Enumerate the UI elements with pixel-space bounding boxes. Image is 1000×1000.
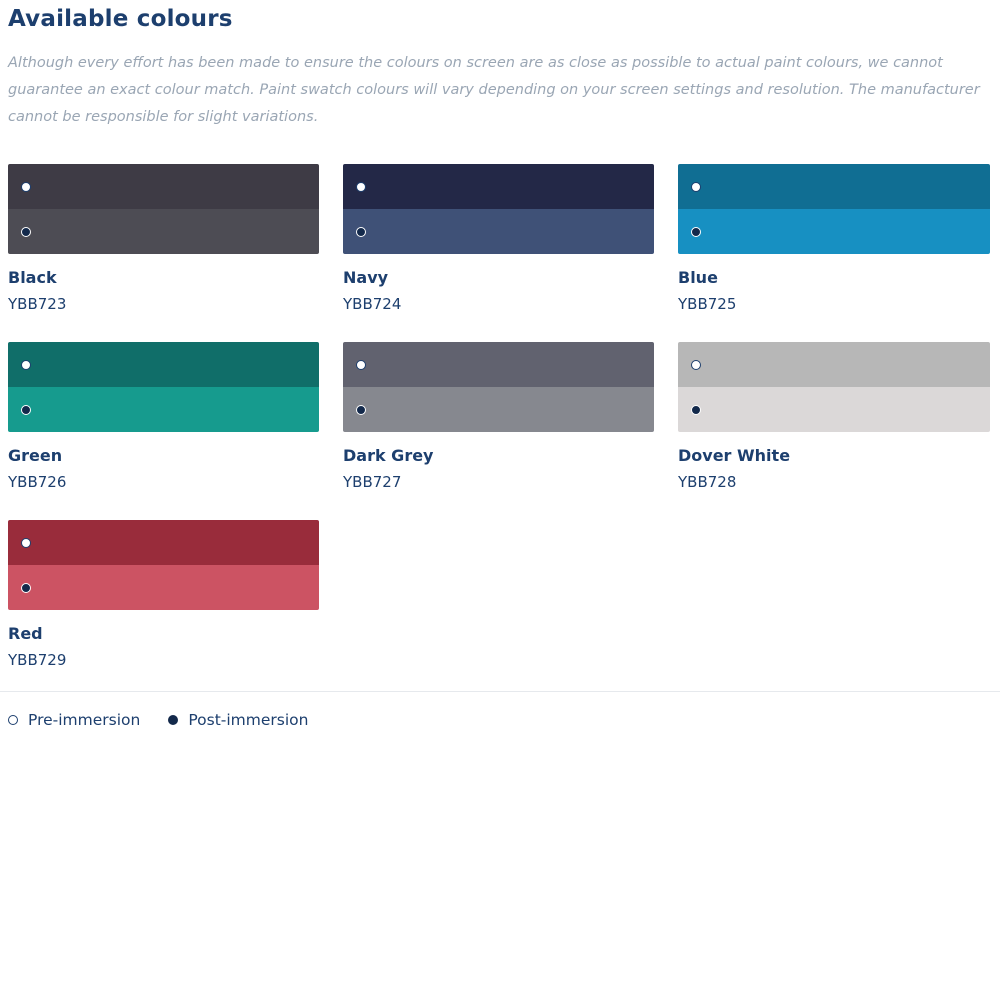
- colour-name: Black: [8, 268, 57, 287]
- pre-immersion-band: [8, 342, 319, 387]
- post-immersion-dot-icon: [356, 227, 366, 237]
- swatch-card-dover-white[interactable]: Dover White YBB728: [678, 342, 990, 500]
- pre-immersion-dot-icon: [21, 360, 31, 370]
- post-immersion-band: [8, 209, 319, 254]
- legend-item-post-immersion: Post-immersion: [168, 708, 308, 732]
- post-immersion-dot-icon: [691, 405, 701, 415]
- colour-code: YBB727: [343, 473, 402, 491]
- legend-label-pre-immersion: Pre-immersion: [28, 711, 141, 729]
- post-immersion-band: [678, 387, 990, 432]
- colour-code: YBB726: [8, 473, 67, 491]
- pre-immersion-dot-icon: [356, 182, 366, 192]
- colour-name: Red: [8, 624, 43, 643]
- swatch-card-black[interactable]: Black YBB723: [8, 164, 319, 322]
- colour-name: Green: [8, 446, 63, 465]
- colour-code: YBB725: [678, 295, 737, 313]
- post-immersion-dot-icon: [21, 583, 31, 593]
- post-immersion-dot-icon: [691, 227, 701, 237]
- pre-immersion-band: [343, 164, 654, 209]
- swatch-card-dark-grey[interactable]: Dark Grey YBB727: [343, 342, 654, 500]
- legend: Pre-immersion Post-immersion: [8, 708, 336, 732]
- colour-disclaimer: Although every effort has been made to e…: [8, 55, 980, 125]
- colour-swatch[interactable]: [8, 164, 319, 254]
- colour-swatch[interactable]: [343, 164, 654, 254]
- colour-swatch[interactable]: [8, 342, 319, 432]
- pre-immersion-band: [678, 164, 990, 209]
- pre-immersion-band: [343, 342, 654, 387]
- legend-label-post-immersion: Post-immersion: [188, 711, 309, 729]
- swatch-grid: Black YBB723 Navy YBB724 Blue YBB725 Gre…: [8, 164, 990, 678]
- page-title: Available colours: [8, 6, 233, 32]
- colour-name: Dover White: [678, 446, 791, 465]
- swatch-card-blue[interactable]: Blue YBB725: [678, 164, 990, 322]
- colour-code: YBB728: [678, 473, 737, 491]
- colour-name: Dark Grey: [343, 446, 434, 465]
- colour-swatch[interactable]: [8, 520, 319, 610]
- colour-name: Blue: [678, 268, 718, 287]
- colour-code: YBB724: [343, 295, 402, 313]
- swatch-card-green[interactable]: Green YBB726: [8, 342, 319, 500]
- pre-immersion-dot-icon: [21, 182, 31, 192]
- pre-immersion-dot-icon: [691, 360, 701, 370]
- pre-immersion-band: [678, 342, 990, 387]
- swatch-card-navy[interactable]: Navy YBB724: [343, 164, 654, 322]
- post-immersion-band: [8, 387, 319, 432]
- legend-item-pre-immersion: Pre-immersion: [8, 708, 140, 732]
- post-immersion-band: [343, 209, 654, 254]
- pre-immersion-dot-icon: [21, 538, 31, 548]
- colour-swatch[interactable]: [678, 164, 990, 254]
- pre-immersion-dot-icon: [691, 182, 701, 192]
- colour-name: Navy: [343, 268, 389, 287]
- filled-dot-icon: [168, 715, 179, 725]
- post-immersion-band: [678, 209, 990, 254]
- swatch-card-red[interactable]: Red YBB729: [8, 520, 319, 678]
- colour-code: YBB723: [8, 295, 67, 313]
- colour-code: YBB729: [8, 651, 67, 669]
- post-immersion-dot-icon: [356, 405, 366, 415]
- colour-swatch[interactable]: [678, 342, 990, 432]
- pre-immersion-dot-icon: [356, 360, 366, 370]
- post-immersion-dot-icon: [21, 405, 31, 415]
- pre-immersion-band: [8, 164, 319, 209]
- divider: [0, 691, 1000, 692]
- hollow-dot-icon: [8, 715, 18, 725]
- colour-swatch[interactable]: [343, 342, 654, 432]
- post-immersion-band: [343, 387, 654, 432]
- post-immersion-band: [8, 565, 319, 610]
- post-immersion-dot-icon: [21, 227, 31, 237]
- pre-immersion-band: [8, 520, 319, 565]
